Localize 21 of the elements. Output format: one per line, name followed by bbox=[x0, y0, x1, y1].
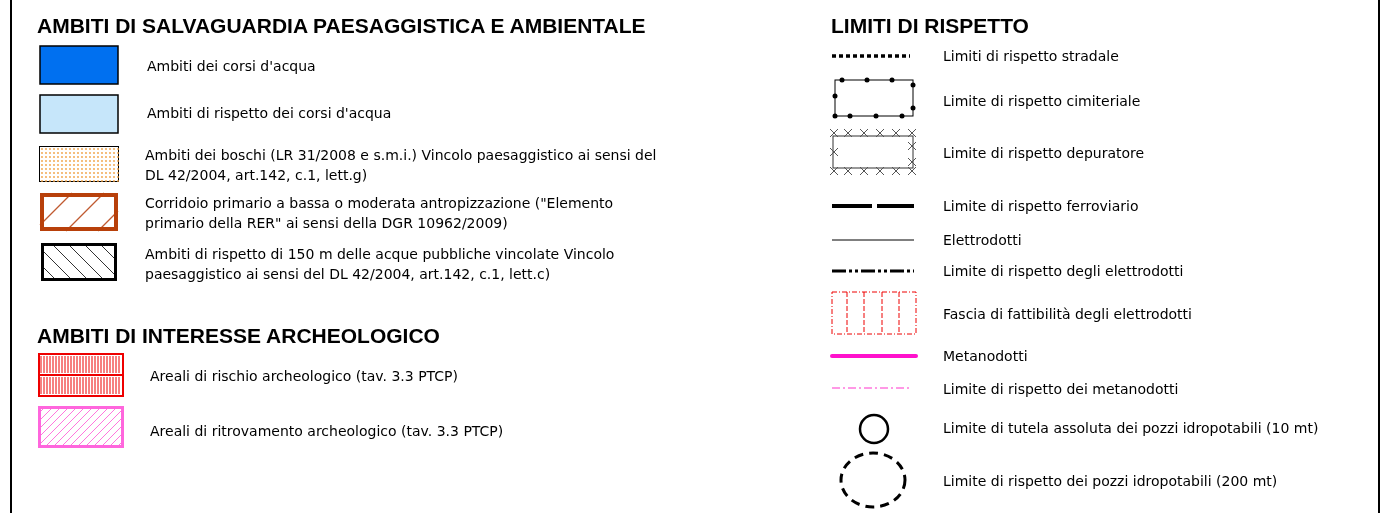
section-heading: AMBITI DI SALVAGUARDIA PAESAGGISTICA E AMBIENTALE bbox=[37, 14, 646, 38]
legend-text: Areali di ritrovamento archeologico (tav. 3.3 PTCP) bbox=[150, 422, 505, 441]
legend-text: Limiti di rispetto stradale bbox=[943, 47, 1120, 66]
legend-text: Ambiti di rispetto di 150 m delle acque pubbliche vincolate Vincolo paesaggistico ai sensi del DL 42/2004, art.142, c.1, lett.c) bbox=[145, 245, 615, 284]
legend-text: Limite di rispetto ferroviario bbox=[943, 197, 1140, 216]
legend-text: Limite di rispetto dei metanodotti bbox=[943, 380, 1180, 399]
section-heading: AMBITI DI INTERESSE ARCHEOLOGICO bbox=[37, 324, 440, 348]
legend-text: Elettrodotti bbox=[943, 231, 1023, 250]
legend-text: Ambiti dei corsi d'acqua bbox=[147, 57, 317, 76]
legend-text: Metanodotti bbox=[943, 347, 1029, 366]
legend-text: Limite di rispetto dei pozzi idropotabili (200 mt) bbox=[943, 472, 1279, 491]
legend-text: Corridoio primario a bassa o moderata antropizzazione ("Elemento primario della RER" ai sensi della DGR 10962/2009) bbox=[145, 194, 615, 233]
legend-text: Ambiti dei boschi (LR 31/2008 e s.m.i.) Vincolo paesaggistico ai sensi del DL 42/2004, art.142, c.1, lett.g) bbox=[145, 146, 658, 185]
section-heading: LIMITI DI RISPETTO bbox=[831, 14, 1029, 38]
legend-text: Areali di rischio archeologico (tav. 3.3 PTCP) bbox=[150, 367, 459, 386]
legend-text: Limite di rispetto cimiteriale bbox=[943, 92, 1142, 111]
legend-text: Fascia di fattibilità degli elettrodotti bbox=[943, 305, 1193, 324]
legend-text: Limite di tutela assoluta dei pozzi idropotabili (10 mt) bbox=[943, 419, 1320, 438]
legend-text: Limite di rispetto depuratore bbox=[943, 144, 1146, 163]
legend-text: Limite di rispetto degli elettrodotti bbox=[943, 262, 1185, 281]
legend-text: Ambiti di rispetto dei corsi d'acqua bbox=[147, 104, 393, 123]
